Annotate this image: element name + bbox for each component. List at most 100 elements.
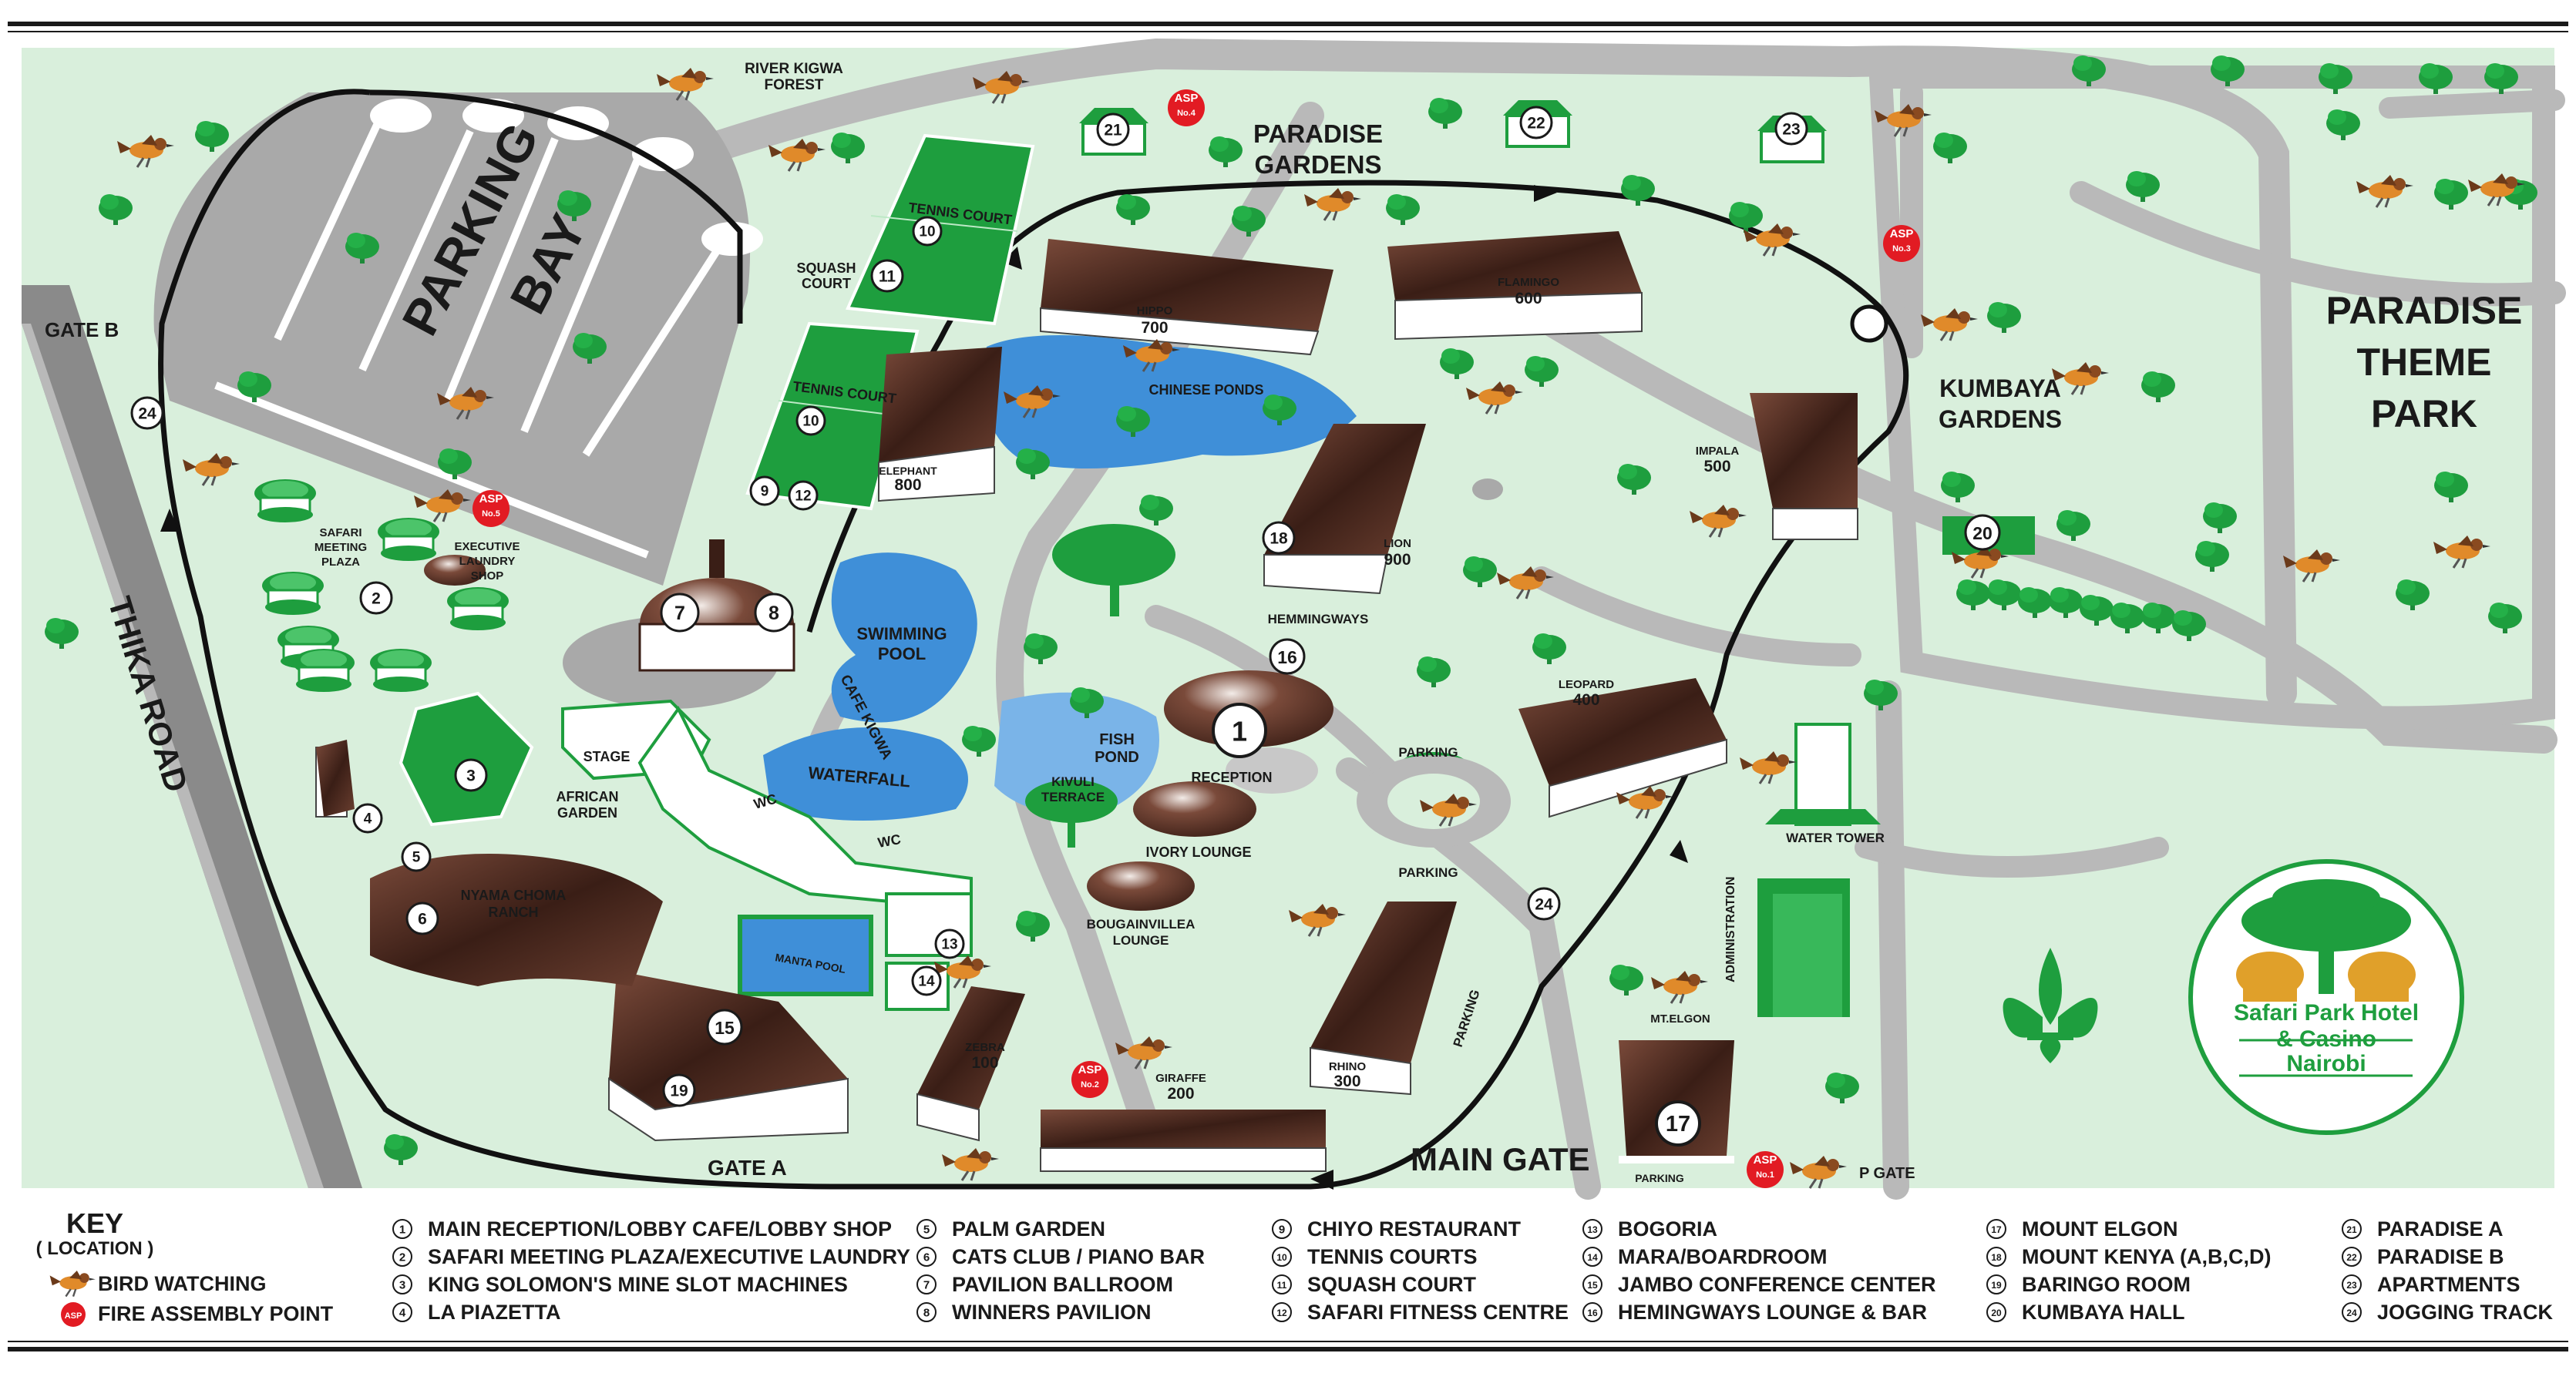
location-marker-6[interactable]: 6: [405, 902, 439, 935]
location-marker-15[interactable]: 15: [706, 1009, 743, 1046]
location-number: 10: [919, 224, 935, 240]
location-number: 5: [412, 850, 421, 866]
mt-elgon-label: MT.ELGON: [1650, 1012, 1710, 1026]
fire-assembly-icon: ASP: [61, 1302, 86, 1327]
location-marker-12[interactable]: 12: [788, 480, 819, 511]
key-label: JOGGING TRACK: [2377, 1301, 2554, 1324]
location-marker-16[interactable]: 16: [1269, 638, 1306, 675]
legend-fire-assembly: FIRE ASSEMBLY POINT: [98, 1302, 334, 1325]
swimming-pool-label-2: POOL: [878, 644, 926, 663]
location-marker-2[interactable]: 2: [359, 581, 393, 615]
location-number: 15: [715, 1018, 735, 1038]
location-marker-17[interactable]: 17: [1655, 1100, 1701, 1147]
key-label: WINNERS PAVILION: [952, 1301, 1152, 1324]
asp-markers: ASP No.1 ASP No.2 ASP No.3 ASP No.4 ASP …: [472, 89, 1920, 1188]
key-label: LA PIAZETTA: [428, 1301, 560, 1324]
location-marker-24b[interactable]: 24: [1527, 887, 1561, 921]
key-label: MARA/BOARDROOM: [1618, 1245, 1827, 1268]
location-marker-8[interactable]: 8: [754, 593, 794, 633]
thika-road: [22, 285, 362, 1188]
hippo-label-1: HIPPO: [1137, 304, 1173, 317]
nyama-choma-ranch: [370, 854, 663, 986]
svg-text:ASP: ASP: [1078, 1063, 1102, 1076]
location-marker-22[interactable]: 22: [1519, 106, 1553, 139]
key-number: 22: [2346, 1252, 2357, 1263]
asp-marker-5: ASP No.5: [472, 490, 509, 527]
fish-pond-label-2: POND: [1095, 749, 1139, 766]
location-marker-4[interactable]: 4: [352, 803, 383, 834]
key-label: PALM GARDEN: [952, 1217, 1105, 1241]
executive-laundry-label-3: SHOP: [471, 569, 504, 583]
location-marker-10b[interactable]: 10: [795, 405, 826, 436]
rhino-building: [1310, 902, 1457, 1063]
tennis-court-2: [745, 321, 920, 511]
location-number: 22: [1527, 115, 1545, 133]
location-number: 24: [138, 405, 156, 423]
key-number: 20: [1991, 1308, 2002, 1318]
location-marker-13[interactable]: 13: [934, 928, 965, 959]
location-marker-14[interactable]: 14: [911, 965, 942, 996]
location-marker-9[interactable]: 9: [749, 475, 780, 506]
ivory-lounge-label: IVORY LOUNGE: [1145, 844, 1251, 860]
location-marker-5[interactable]: 5: [401, 841, 432, 872]
location-marker-1[interactable]: 1: [1212, 703, 1267, 758]
key-number: 2: [399, 1251, 405, 1264]
svg-text:ASP: ASP: [1175, 92, 1199, 105]
location-marker-23[interactable]: 23: [1774, 112, 1808, 146]
location-marker-18[interactable]: 18: [1262, 521, 1296, 555]
location-marker-11[interactable]: 11: [870, 259, 904, 293]
kivuli-terrace-label-2: TERRACE: [1041, 790, 1105, 804]
safari-meeting-label-2: MEETING: [314, 541, 367, 554]
location-marker-10a[interactable]: 10: [912, 216, 943, 247]
key-number: 12: [1276, 1308, 1287, 1318]
key-label: CHIYO RESTAURANT: [1307, 1217, 1522, 1241]
green-structures: [399, 100, 2035, 1017]
key-label: MOUNT KENYA (A,B,C,D): [2022, 1245, 2272, 1268]
location-marker-3[interactable]: 3: [454, 758, 488, 792]
key-label: TENNIS COURTS: [1307, 1245, 1478, 1268]
location-number: 17: [1666, 1112, 1690, 1137]
location-marker-7[interactable]: 7: [660, 593, 700, 633]
location-marker-21[interactable]: 21: [1096, 112, 1130, 146]
location-number: 21: [1104, 122, 1122, 139]
key-item-20: 20 KUMBAYA HALL: [1986, 1301, 2185, 1324]
location-number: 7: [674, 603, 685, 624]
location-marker-19[interactable]: 19: [662, 1073, 696, 1107]
chinese-ponds: [983, 335, 1357, 468]
kumbaya-gardens-label-1: KUMBAYA: [1939, 374, 2061, 402]
key-label: HEMINGWAYS LOUNGE & BAR: [1618, 1301, 1927, 1324]
location-number: 14: [918, 974, 935, 990]
location-marker-24a[interactable]: 24: [130, 396, 164, 430]
river-forest-label-2: FOREST: [764, 77, 823, 93]
rhino-label-1: RHINO: [1329, 1060, 1367, 1073]
key-label: JAMBO CONFERENCE CENTER: [1618, 1273, 1936, 1296]
location-number: 3: [466, 767, 476, 785]
svg-text:No.4: No.4: [1177, 109, 1196, 118]
bird-icon: [49, 1269, 97, 1298]
fleur-de-lis-icon: [2003, 948, 2098, 1063]
kivuli-terrace-label-1: KIVULI: [1051, 774, 1095, 789]
giraffe-label-2: 200: [1167, 1085, 1194, 1103]
squash-court-label-2: COURT: [802, 276, 851, 291]
fish-pond-label-1: FISH: [1099, 731, 1135, 748]
key-number: 5: [923, 1224, 930, 1237]
key-label: KUMBAYA HALL: [2022, 1301, 2185, 1324]
svg-text:No.1: No.1: [1756, 1170, 1774, 1180]
lion-label-2: 900: [1384, 551, 1411, 569]
bougainvillea-dome: [1087, 861, 1195, 911]
location-marker-20[interactable]: 20: [1964, 514, 2001, 551]
